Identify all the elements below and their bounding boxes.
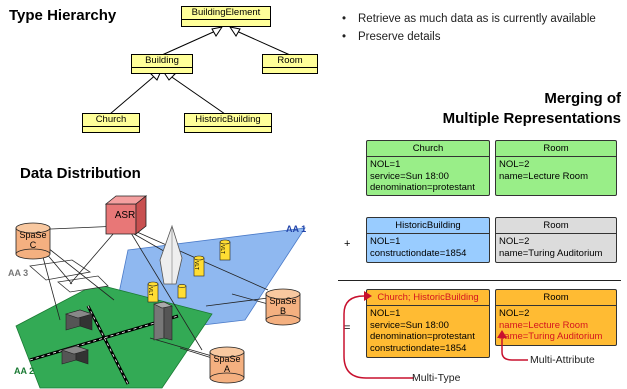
card-line: NOL=1 <box>370 236 401 247</box>
plus-sign: + <box>344 238 351 250</box>
card-line: service=Sun 18:00 <box>370 170 449 182</box>
arrow-head <box>364 291 372 301</box>
card-body: NOL=2 name=Lecture Room name=Turing Audi… <box>496 306 616 345</box>
spase-b-cylinder <box>265 288 301 326</box>
card-header: Room <box>496 141 616 157</box>
card-body: NOL=1 service=Sun 18:00 denomination=pro… <box>367 157 489 196</box>
uml-divider <box>132 67 192 71</box>
spase-a-id: A <box>223 364 230 374</box>
multi-type-label: Multi-Type <box>412 372 461 384</box>
uml-divider <box>263 67 317 71</box>
card-merged-church-historic: Church; HistoricBuilding NOL=1 service=S… <box>366 289 490 358</box>
card-header: HistoricBuilding <box>367 218 489 234</box>
card-body: NOL=2 name=Lecture Room <box>496 157 616 184</box>
bullet-text: Retrieve as much data as is currently av… <box>358 13 596 25</box>
spase-c-label: SpaSe C <box>16 230 50 250</box>
bullet-dot: • <box>342 31 347 43</box>
card-line: NOL=2 <box>499 308 530 319</box>
card-line: constructiondate=1854 <box>370 342 467 354</box>
spase-c-cylinder <box>15 222 51 260</box>
distribution-scene <box>15 195 306 389</box>
multi-attribute-label: Multi-Attribute <box>530 354 595 366</box>
merge-separator <box>338 280 621 281</box>
aa1-label: AA 1 <box>286 224 307 234</box>
asr-cube <box>104 195 148 235</box>
uml-class-label: Church <box>95 114 127 125</box>
card-line: NOL=1 <box>370 159 401 170</box>
spase-c-name: SpaSe <box>19 230 47 240</box>
uml-divider <box>185 126 271 130</box>
asr-label: ASR <box>114 210 136 221</box>
card-line-multi: name=Lecture Room <box>499 319 588 331</box>
card-header: Church; HistoricBuilding <box>367 290 489 306</box>
uml-divider <box>182 19 270 23</box>
card-line: constructiondate=1854 <box>370 247 467 259</box>
card-line-multi: name=Turing Auditorium <box>499 331 603 342</box>
aa3-label: AA 3 <box>8 268 29 278</box>
card-room-1: Room NOL=2 name=Lecture Room <box>495 140 617 196</box>
merging-title: Merging of Multiple Representations <box>393 89 621 129</box>
card-line: service=Sun 18:00 <box>370 319 449 331</box>
card-room-2: Room NOL=2 name=Turing Auditorium <box>495 217 617 263</box>
card-line: NOL=2 <box>499 236 530 247</box>
arrow-head <box>497 330 507 338</box>
tower <box>159 224 183 285</box>
uml-class-building-element: BuildingElement <box>181 6 271 27</box>
bullet-text: Preserve details <box>358 31 441 43</box>
uml-class-church: Church <box>82 113 140 133</box>
card-line: NOL=2 <box>499 159 530 170</box>
bullet-dot: • <box>342 13 347 25</box>
vlt-label: VLT <box>193 261 199 270</box>
card-line: NOL=1 <box>370 308 401 319</box>
uml-class-label: BuildingElement <box>191 7 261 18</box>
vlt-label: VLT <box>219 245 225 254</box>
spase-a-name: SpaSe <box>213 354 241 364</box>
bullet-list: • Retrieve as much data as is currently … <box>342 12 612 45</box>
card-body: NOL=1 constructiondate=1854 <box>367 234 489 261</box>
uml-class-room: Room <box>262 54 318 74</box>
card-header: Room <box>496 290 616 306</box>
equals-sign: = <box>344 322 351 334</box>
data-distribution-title: Data Distribution <box>20 165 141 182</box>
card-body: NOL=1 service=Sun 18:00 denomination=pro… <box>367 306 489 356</box>
card-body: NOL=2 name=Turing Auditorium <box>496 234 616 261</box>
bullet-item: • Retrieve as much data as is currently … <box>342 12 612 27</box>
hierarchy-connectors <box>109 26 291 115</box>
merging-title-line1: Merging of <box>544 90 621 107</box>
card-header: Room <box>496 218 616 234</box>
card-header: Church <box>367 141 489 157</box>
card-merged-room: Room NOL=2 name=Lecture Room name=Turing… <box>495 289 617 346</box>
spase-b-label: SpaSe B <box>266 296 300 316</box>
merging-title-line2: Multiple Representations <box>442 110 621 127</box>
aa2-label: AA 2 <box>14 366 35 376</box>
aa3-plane-lower <box>57 275 109 293</box>
card-historic-building: HistoricBuilding NOL=1 constructiondate=… <box>366 217 490 263</box>
card-line: denomination=protestant <box>370 182 475 193</box>
spase-a-cylinder <box>209 346 245 384</box>
card-line: name=Turing Auditorium <box>499 247 603 259</box>
card-church: Church NOL=1 service=Sun 18:00 denominat… <box>366 140 490 196</box>
spase-b-name: SpaSe <box>269 296 297 306</box>
uml-class-building: Building <box>131 54 193 74</box>
spase-a-label: SpaSe A <box>210 354 244 374</box>
spase-b-id: B <box>279 306 286 316</box>
card-line: name=Lecture Room <box>499 170 588 182</box>
vlt-label: VLT <box>147 287 153 296</box>
card-line: denomination=protestant <box>370 331 475 342</box>
uml-class-label: Building <box>145 55 179 66</box>
uml-class-historic-building: HistoricBuilding <box>184 113 272 133</box>
bullet-item: • Preserve details <box>342 30 612 45</box>
uml-divider <box>83 126 139 130</box>
uml-class-label: HistoricBuilding <box>195 114 261 125</box>
type-hierarchy-title: Type Hierarchy <box>9 7 117 24</box>
spase-c-id: C <box>29 240 37 250</box>
annotation-arrows <box>343 291 528 379</box>
uml-class-label: Room <box>277 55 303 66</box>
